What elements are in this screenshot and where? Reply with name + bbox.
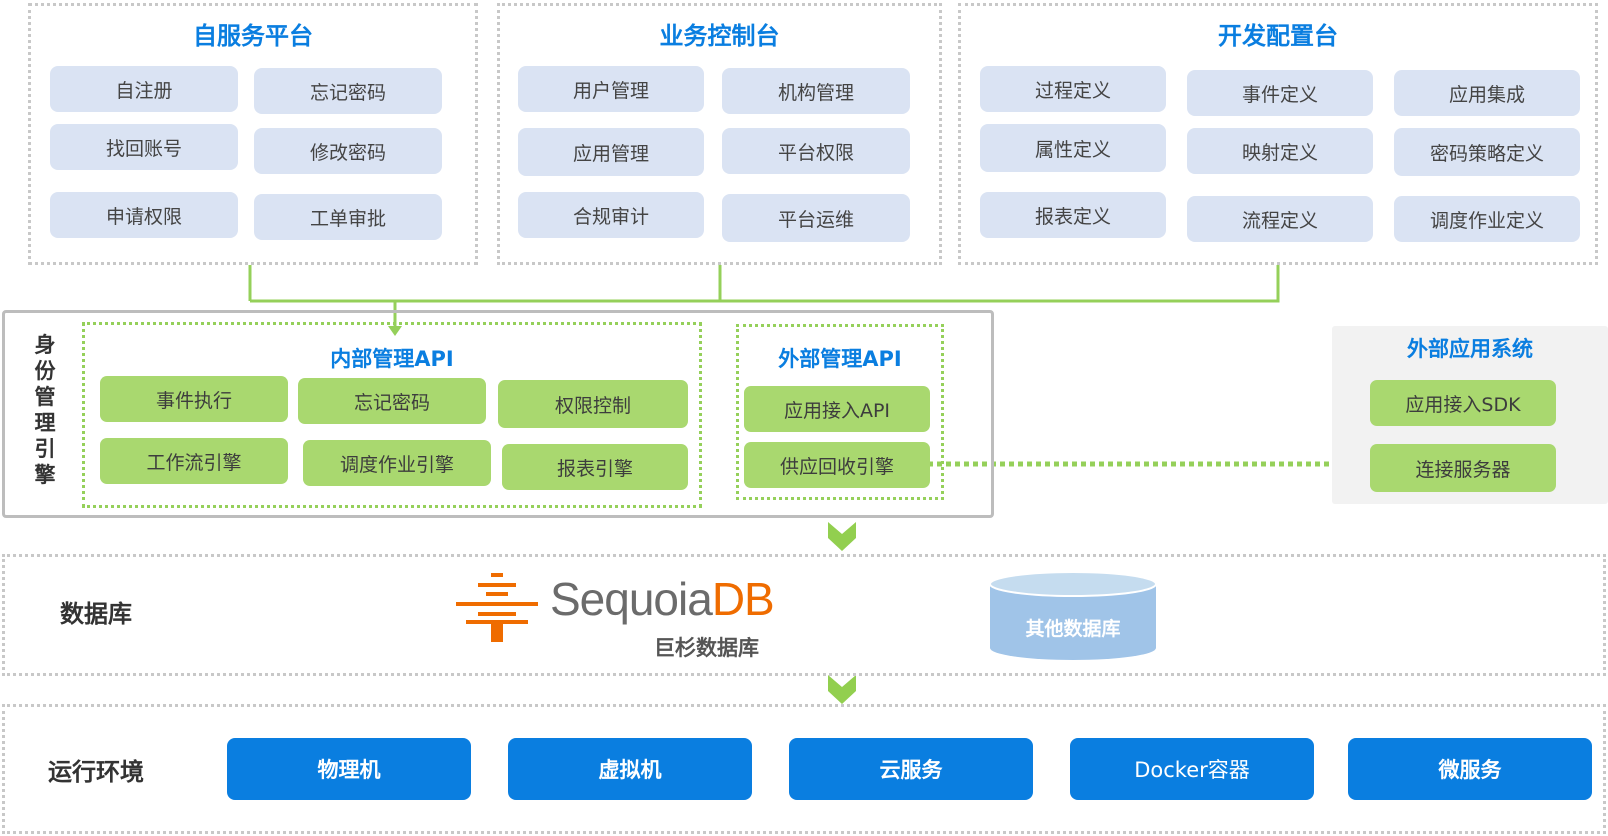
panel-title: 开发配置台	[1218, 22, 1338, 50]
other-database-cylinder: 其他数据库	[988, 570, 1158, 662]
item-platform-permission[interactable]: 平台权限	[722, 128, 910, 174]
label-char: 管	[34, 385, 56, 409]
label-char: 擎	[34, 463, 56, 487]
item-mapping-def[interactable]: 映射定义	[1187, 128, 1373, 174]
panel-business-console	[497, 3, 942, 265]
item-workflow-def[interactable]: 流程定义	[1187, 196, 1373, 242]
sequoiadb-subtitle: 巨杉数据库	[654, 636, 759, 660]
item-app-management[interactable]: 应用管理	[518, 128, 704, 176]
runtime-layer-label: 运行环境	[48, 758, 144, 786]
runtime-layer	[2, 704, 1606, 834]
internal-api-box	[82, 322, 702, 508]
item-provisioning-engine[interactable]: 供应回收引擎	[744, 442, 930, 488]
item-user-management[interactable]: 用户管理	[518, 66, 704, 112]
internal-api-title: 内部管理API	[330, 347, 454, 371]
runtime-cloud-service[interactable]: 云服务	[789, 738, 1033, 800]
item-org-management[interactable]: 机构管理	[722, 68, 910, 114]
item-change-password[interactable]: 修改密码	[254, 128, 442, 174]
item-recover-account[interactable]: 找回账号	[50, 124, 238, 170]
item-ticket-approval[interactable]: 工单审批	[254, 194, 442, 240]
item-schedule-job-def[interactable]: 调度作业定义	[1394, 196, 1580, 242]
runtime-virtual-machine[interactable]: 虚拟机	[508, 738, 752, 800]
external-api-title: 外部管理API	[778, 347, 902, 371]
label-char: 份	[34, 359, 56, 383]
item-app-access-sdk[interactable]: 应用接入SDK	[1370, 380, 1556, 426]
external-system-title: 外部应用系统	[1407, 337, 1533, 361]
item-workflow-engine[interactable]: 工作流引擎	[100, 438, 288, 484]
panel-title: 业务控制台	[659, 22, 780, 50]
item-app-integration[interactable]: 应用集成	[1394, 70, 1580, 116]
database-layer-label: 数据库	[60, 600, 132, 628]
item-password-policy-def[interactable]: 密码策略定义	[1394, 128, 1580, 176]
label-char: 身	[34, 333, 56, 357]
runtime-physical-machine[interactable]: 物理机	[227, 738, 471, 800]
item-schedule-job-engine[interactable]: 调度作业引擎	[303, 440, 491, 486]
identity-engine-label: 身 份 管 理 引 擎	[30, 332, 60, 488]
panel-title: 自服务平台	[193, 22, 313, 50]
item-process-def[interactable]: 过程定义	[980, 66, 1166, 112]
wordmark-db: DB	[711, 573, 775, 625]
runtime-microservice[interactable]: 微服务	[1348, 738, 1592, 800]
sequoiadb-logo: SequoiaDB 巨杉数据库	[454, 570, 784, 666]
chevron-down-icon	[828, 675, 856, 704]
item-attribute-def[interactable]: 属性定义	[980, 124, 1166, 172]
item-request-permission[interactable]: 申请权限	[50, 192, 238, 238]
database-icon	[989, 571, 1157, 660]
other-database-label: 其他数据库	[1025, 618, 1121, 640]
label-char: 理	[34, 411, 56, 435]
connector-dev-config	[250, 265, 1280, 303]
item-platform-ops[interactable]: 平台运维	[722, 194, 910, 242]
panel-self-service	[28, 3, 478, 265]
item-app-access-api[interactable]: 应用接入API	[744, 386, 930, 432]
item-compliance-audit[interactable]: 合规审计	[518, 192, 704, 238]
item-report-def[interactable]: 报表定义	[980, 192, 1166, 238]
panel-dev-config	[958, 3, 1598, 265]
external-api-box	[736, 324, 944, 500]
item-event-def[interactable]: 事件定义	[1187, 70, 1373, 116]
identity-engine-box	[2, 310, 994, 518]
database-layer	[2, 554, 1606, 676]
label-char: 引	[34, 437, 56, 461]
item-report-engine[interactable]: 报表引擎	[502, 444, 688, 490]
sequoiadb-wordmark: SequoiaDB	[550, 572, 775, 626]
sequoia-tree-icon	[456, 573, 538, 642]
chevron-down-icon	[828, 522, 856, 551]
item-event-execution[interactable]: 事件执行	[100, 376, 288, 422]
item-self-register[interactable]: 自注册	[50, 66, 238, 112]
item-forgot-password-api[interactable]: 忘记密码	[298, 378, 486, 424]
item-permission-control[interactable]: 权限控制	[498, 380, 688, 428]
item-forgot-password[interactable]: 忘记密码	[254, 68, 442, 114]
runtime-docker-container[interactable]: Docker容器	[1070, 738, 1314, 800]
item-connector-server[interactable]: 连接服务器	[1370, 444, 1556, 492]
wordmark-sequoia: Sequoia	[550, 573, 713, 625]
